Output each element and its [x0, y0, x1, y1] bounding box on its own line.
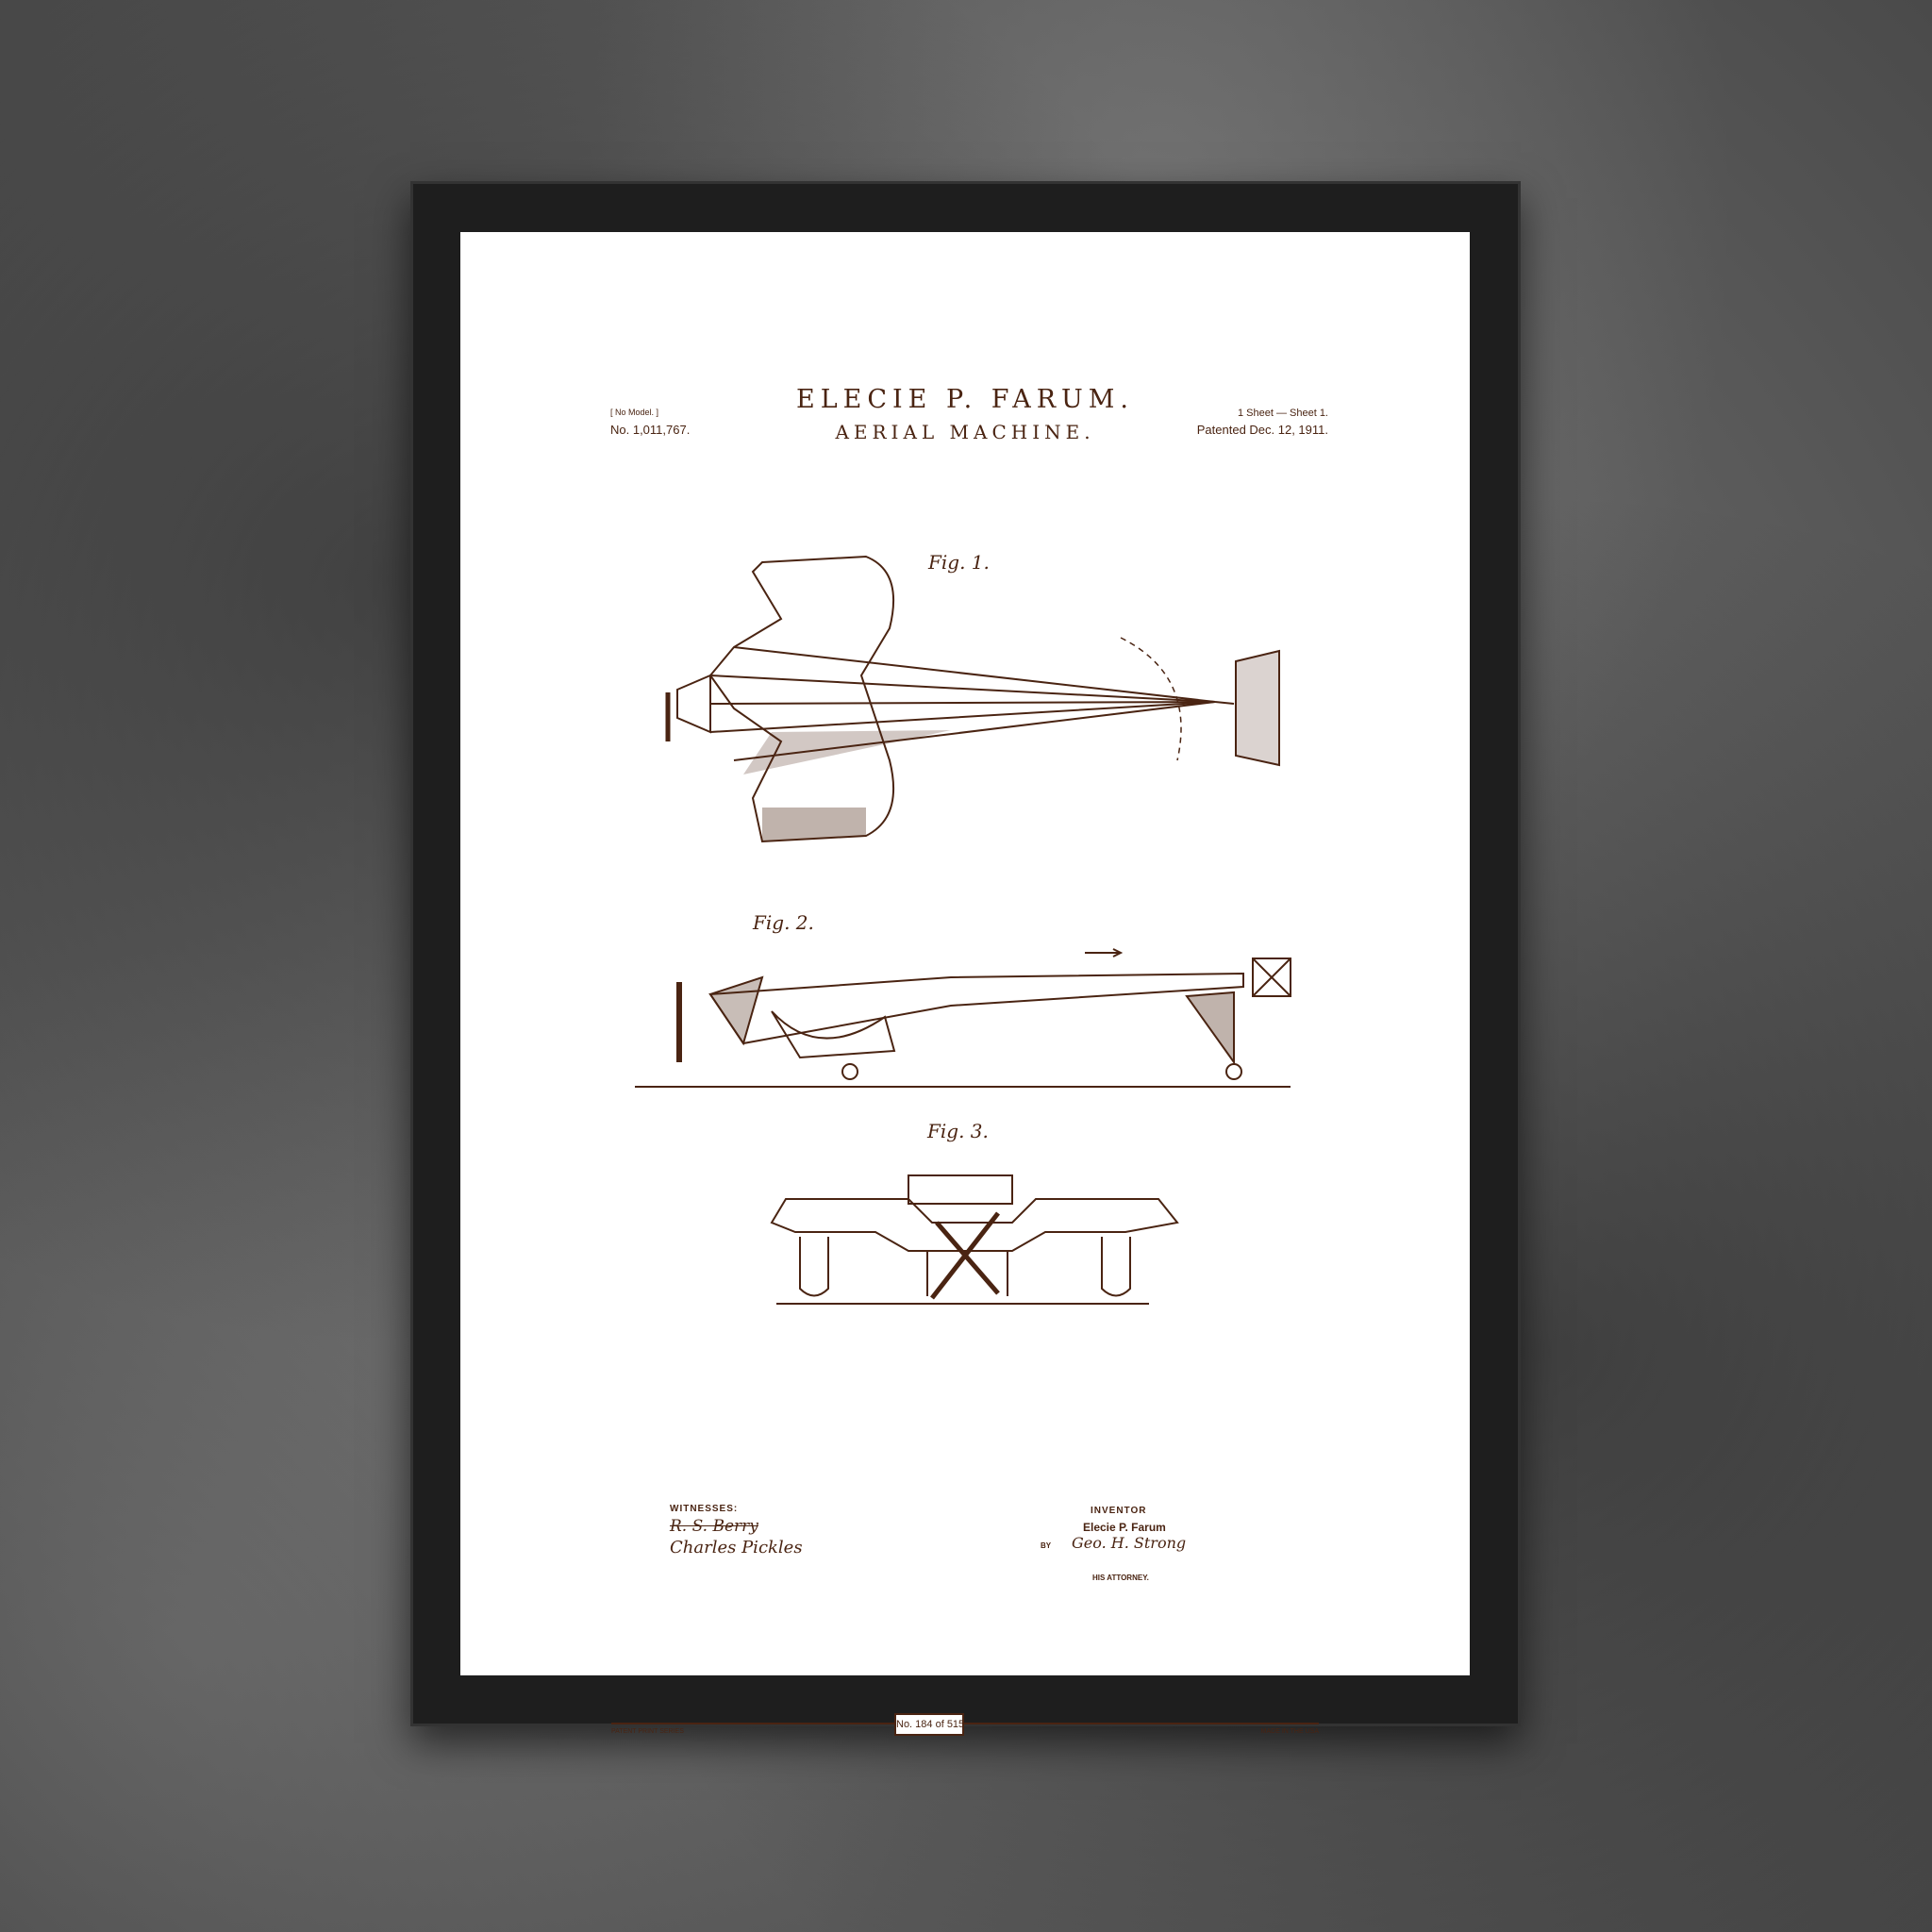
inventor-name: Elecie P. Farum	[1083, 1521, 1166, 1534]
attorney-label: HIS ATTORNEY.	[1092, 1574, 1149, 1582]
inventor-label: INVENTOR	[1091, 1506, 1147, 1516]
fig-3-label: Fig. 3.	[927, 1120, 989, 1142]
edition-number: No. 184 of 515	[894, 1713, 964, 1736]
witnesses-label: WITNESSES:	[670, 1504, 739, 1514]
patent-number: No. 1,011,767.	[610, 423, 691, 437]
fig-1-top-view-drawing	[665, 555, 1280, 843]
attorney-signature: Geo. H. Strong	[1072, 1534, 1187, 1552]
fig-2-side-view-drawing	[635, 948, 1291, 1088]
picture-frame: ELECIE P. FARUM. AERIAL MACHINE. [ No Mo…	[410, 181, 1521, 1736]
fig-3-front-view-drawing	[770, 1174, 1179, 1305]
witness-signature-1: R. S. Berry	[670, 1517, 758, 1536]
patent-date: Patented Dec. 12, 1911.	[1196, 423, 1328, 437]
by-label: BY	[1041, 1541, 1052, 1550]
inventor-title: ELECIE P. FARUM.	[795, 385, 1135, 414]
fig-1-label: Fig. 1.	[928, 551, 990, 574]
witness-signature-2: Charles Pickles	[670, 1538, 803, 1557]
model-note: [ No Model. ]	[610, 408, 659, 417]
fig-2-label: Fig. 2.	[753, 911, 814, 934]
patent-title: AERIAL MACHINE.	[835, 421, 1095, 443]
sheet-note: 1 Sheet — Sheet 1.	[1237, 408, 1328, 419]
patent-print: ELECIE P. FARUM. AERIAL MACHINE. [ No Mo…	[460, 232, 1470, 1736]
footer-series: PATENT PRINT SERIES	[611, 1728, 684, 1735]
footer-rule	[611, 1723, 1319, 1724]
footer-origin: MADE IN THE USA	[1260, 1728, 1319, 1735]
